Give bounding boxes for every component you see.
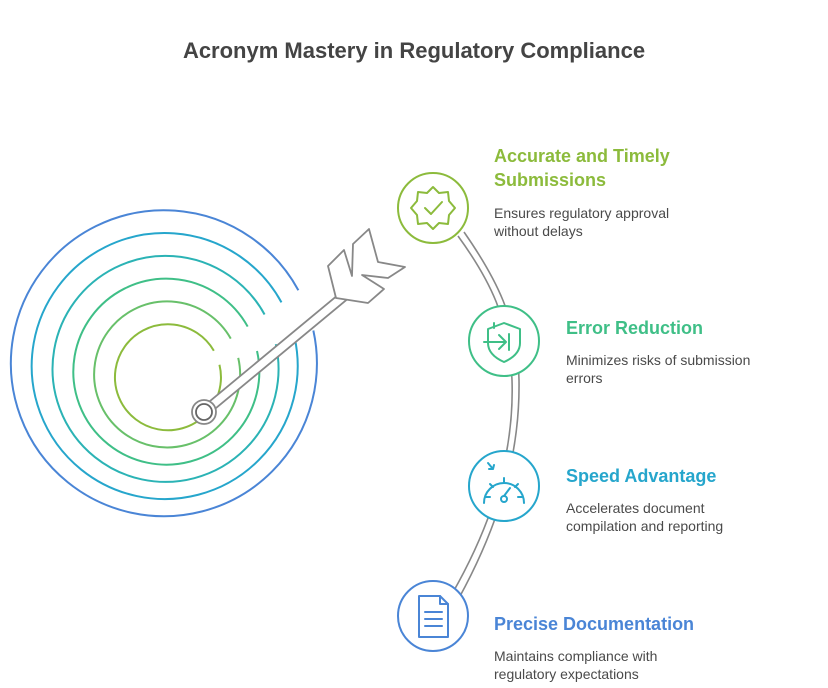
target-ring-1	[9, 209, 318, 518]
page-title: Acronym Mastery in Regulatory Compliance	[182, 38, 646, 63]
item-desc-line: errors	[566, 370, 603, 386]
speedometer-icon	[483, 462, 525, 504]
item-title-line: Accurate and Timely	[494, 146, 670, 166]
item-desc-speed-advantage: Accelerates document compilation and rep…	[566, 499, 723, 535]
item-title-error-reduction: Error Reduction	[566, 318, 704, 338]
target-rings	[9, 209, 318, 518]
item-title-precise-documentation: Precise Documentation	[494, 614, 695, 634]
target-ring-3	[51, 254, 280, 483]
item-desc-line: Minimizes risks of submission	[566, 352, 751, 368]
target-ring-4	[72, 277, 261, 466]
connector-curve	[451, 231, 520, 599]
item-desc-error-reduction: Minimizes risks of submission errors	[566, 351, 750, 387]
item-title-line: Submissions	[494, 170, 607, 190]
item-desc-line: Ensures regulatory approval	[494, 205, 670, 221]
icon-circles	[397, 172, 540, 652]
item-title-speed-advantage: Speed Advantage	[566, 466, 717, 486]
item-desc-precise-documentation: Maintains compliance with regulatory exp…	[494, 647, 657, 683]
item-desc-accurate-submissions: Ensures regulatory approval without dela…	[494, 204, 669, 240]
item-desc-line: regulatory expectations	[494, 666, 639, 682]
badge-check-icon	[410, 186, 456, 230]
document-icon	[418, 595, 449, 638]
shield-arrow-icon	[483, 322, 521, 363]
arrow-fletching	[327, 228, 406, 304]
target-ring-5	[93, 300, 242, 449]
item-desc-line: compilation and reporting	[566, 518, 724, 534]
item-title-accurate-submissions: Accurate and Timely Submissions	[494, 144, 670, 192]
item-desc-line: Accelerates document	[566, 500, 705, 516]
target-ring-2	[30, 232, 299, 501]
arrow	[191, 228, 406, 425]
item-circle-4	[397, 580, 469, 652]
item-desc-line: Maintains compliance with	[494, 648, 658, 664]
item-desc-line: without delays	[494, 223, 583, 239]
item-circle-1	[397, 172, 469, 244]
item-circle-3	[468, 450, 540, 522]
